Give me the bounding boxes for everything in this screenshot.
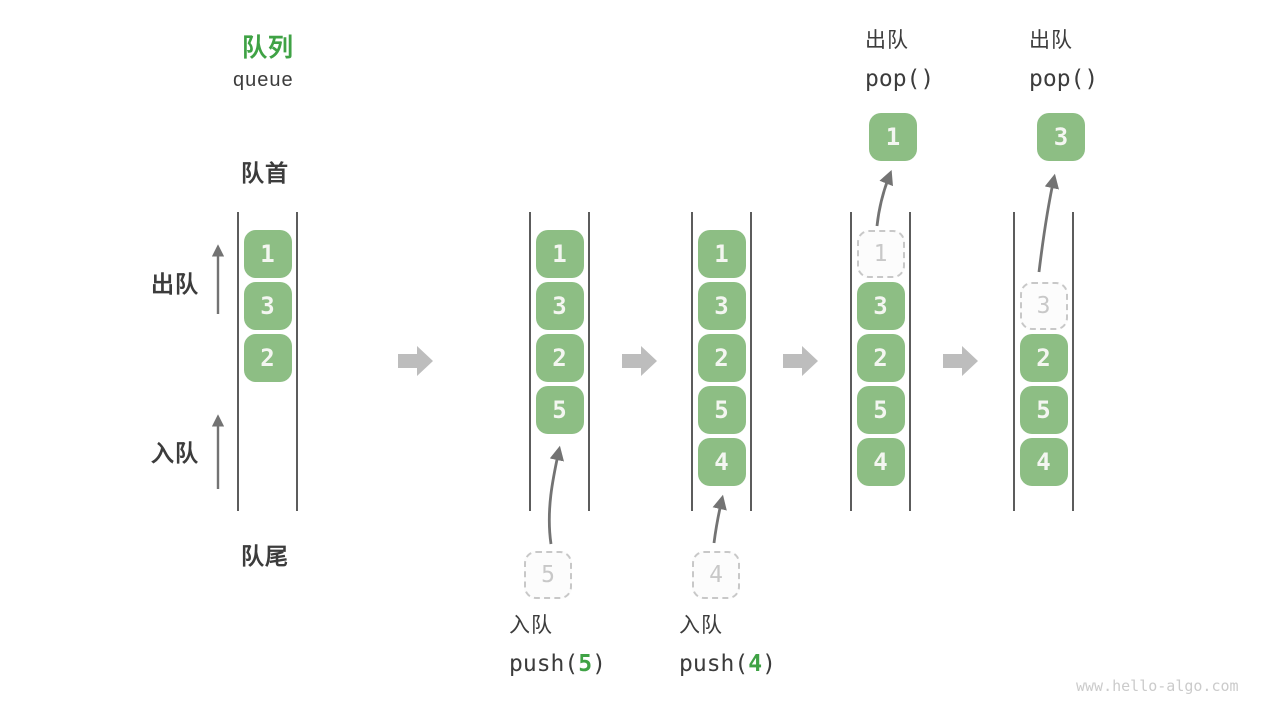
queue-slot-ghost: 1 xyxy=(856,230,905,278)
queue-container xyxy=(237,212,298,511)
popped-element: 1 xyxy=(869,113,917,161)
queue-element: 4 xyxy=(856,438,905,486)
state-transition-arrow-icon xyxy=(398,346,433,376)
queue-element: 5 xyxy=(856,386,905,434)
dequeue-op-zh: 出队 xyxy=(1029,29,1073,52)
queue-container xyxy=(529,212,590,511)
enqueue-side-label: 入队 xyxy=(151,440,199,466)
queue-element: 4 xyxy=(1019,438,1068,486)
queue-container xyxy=(1013,212,1074,511)
push-arg: 4 xyxy=(748,651,763,677)
queue-element: 5 xyxy=(1019,386,1068,434)
queue-front-label: 队首 xyxy=(241,160,289,186)
push-fn-close: ) xyxy=(592,651,606,677)
enqueue-op-code: push(5) xyxy=(509,650,606,678)
push-5-arrow-icon xyxy=(547,445,564,545)
enqueue-op-zh: 入队 xyxy=(679,614,723,637)
queue-container xyxy=(850,212,911,511)
dequeue-operation-label: 出队 pop() xyxy=(865,27,934,93)
state-transition-arrow-icon xyxy=(783,346,818,376)
dequeue-op-zh: 出队 xyxy=(865,29,909,52)
queue-element: 5 xyxy=(697,386,746,434)
pop-1-arrow-icon xyxy=(875,169,893,227)
queue-element: 3 xyxy=(535,282,584,330)
queue-rear-label: 队尾 xyxy=(241,543,289,569)
queue-element: 2 xyxy=(1019,334,1068,382)
enqueue-op-zh: 入队 xyxy=(509,614,553,637)
enqueue-operation-label: 入队 push(5) xyxy=(509,612,606,678)
diagram-subtitle: queue xyxy=(233,69,294,91)
state-transition-arrow-icon xyxy=(943,346,978,376)
queue-element: 1 xyxy=(243,230,292,278)
push-4-arrow-icon xyxy=(712,494,727,544)
diagram-title: 队列 xyxy=(242,34,295,62)
push-fn-close: ) xyxy=(762,651,776,677)
staged-element-ghost: 4 xyxy=(692,551,740,599)
dequeue-op-code: pop() xyxy=(865,66,935,92)
state-transition-arrow-icon xyxy=(622,346,657,376)
push-arg: 5 xyxy=(578,651,593,677)
queue-element: 3 xyxy=(243,282,292,330)
queue-element: 3 xyxy=(697,282,746,330)
watermark: www.hello-algo.com xyxy=(1076,677,1239,695)
queue-element: 3 xyxy=(856,282,905,330)
queue-element: 4 xyxy=(697,438,746,486)
queue-element: 1 xyxy=(535,230,584,278)
dequeue-operation-label: 出队 pop() xyxy=(1029,27,1098,93)
pop-3-arrow-icon xyxy=(1037,173,1059,273)
queue-element: 2 xyxy=(535,334,584,382)
queue-element: 5 xyxy=(535,386,584,434)
push-fn-open: push( xyxy=(509,651,579,677)
queue-element: 1 xyxy=(697,230,746,278)
dequeue-side-label: 出队 xyxy=(151,271,199,297)
queue-element: 2 xyxy=(243,334,292,382)
popped-element: 3 xyxy=(1037,113,1085,161)
queue-element: 2 xyxy=(697,334,746,382)
queue-slot-ghost: 3 xyxy=(1019,282,1068,330)
queue-element: 2 xyxy=(856,334,905,382)
dequeue-op-code: pop() xyxy=(1029,66,1099,92)
enqueue-op-code: push(4) xyxy=(679,650,776,678)
enqueue-operation-label: 入队 push(4) xyxy=(679,612,776,678)
staged-element-ghost: 5 xyxy=(524,551,572,599)
queue-container xyxy=(691,212,752,511)
push-fn-open: push( xyxy=(679,651,749,677)
